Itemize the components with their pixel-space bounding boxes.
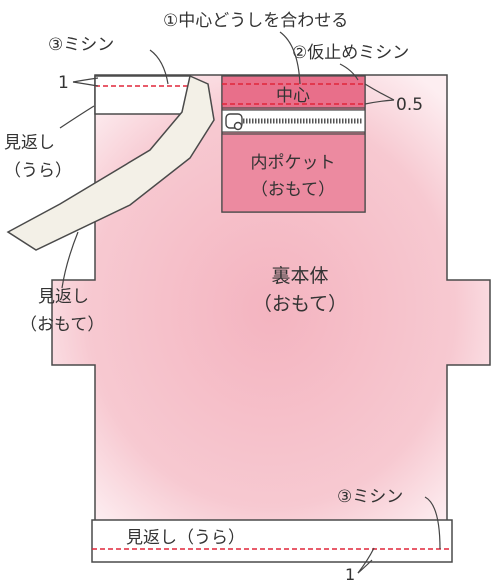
leader-half-b [364,99,395,105]
pocket-lower-panel [221,133,366,213]
leader-facing-front [61,231,79,289]
center-strip [221,75,366,109]
leader-step1 [279,31,301,85]
label-body-1: 裏本体 [271,265,328,287]
label-bottom-facing: 見返し（うら） [126,528,245,548]
label-center: 中心 [276,86,310,106]
leader-step3-top [149,49,169,85]
label-one-bottom: 1 [345,565,355,583]
leader-step3-bottom [424,496,441,550]
zipper-band [221,109,366,133]
label-half: 0.5 [396,95,423,115]
label-inner-pocket-1: 内ポケット [251,153,336,173]
leader-lines [59,31,441,574]
leader-facing-back [59,105,95,129]
label-facing-back-2: （うら） [4,161,72,181]
label-step3-top: ③ミシン [48,35,114,55]
bottom-facing-back [91,519,453,563]
leader-one-bottom-b [357,547,375,574]
label-step3-bottom: ③ミシン [337,487,403,507]
label-facing-back-1: 見返し [4,133,55,153]
label-facing-front-2: （おもて） [20,315,104,335]
label-one-top: 1 [58,73,69,93]
zipper-pull-icon [225,113,243,131]
label-inner-pocket-2: （おもて） [251,180,335,200]
label-facing-front-1: 見返し [38,287,89,307]
leader-one-top-b [72,81,99,87]
top-facing-back [94,75,191,115]
folded-facing [6,74,215,251]
label-body-2: （おもて） [253,293,347,315]
leader-half-a [364,83,395,101]
leader-one-top-a [72,77,99,83]
label-step1: ①中心どうしを合わせる [163,11,348,31]
leader-step2 [339,63,359,81]
label-step2: ②仮止めミシン [292,43,409,63]
